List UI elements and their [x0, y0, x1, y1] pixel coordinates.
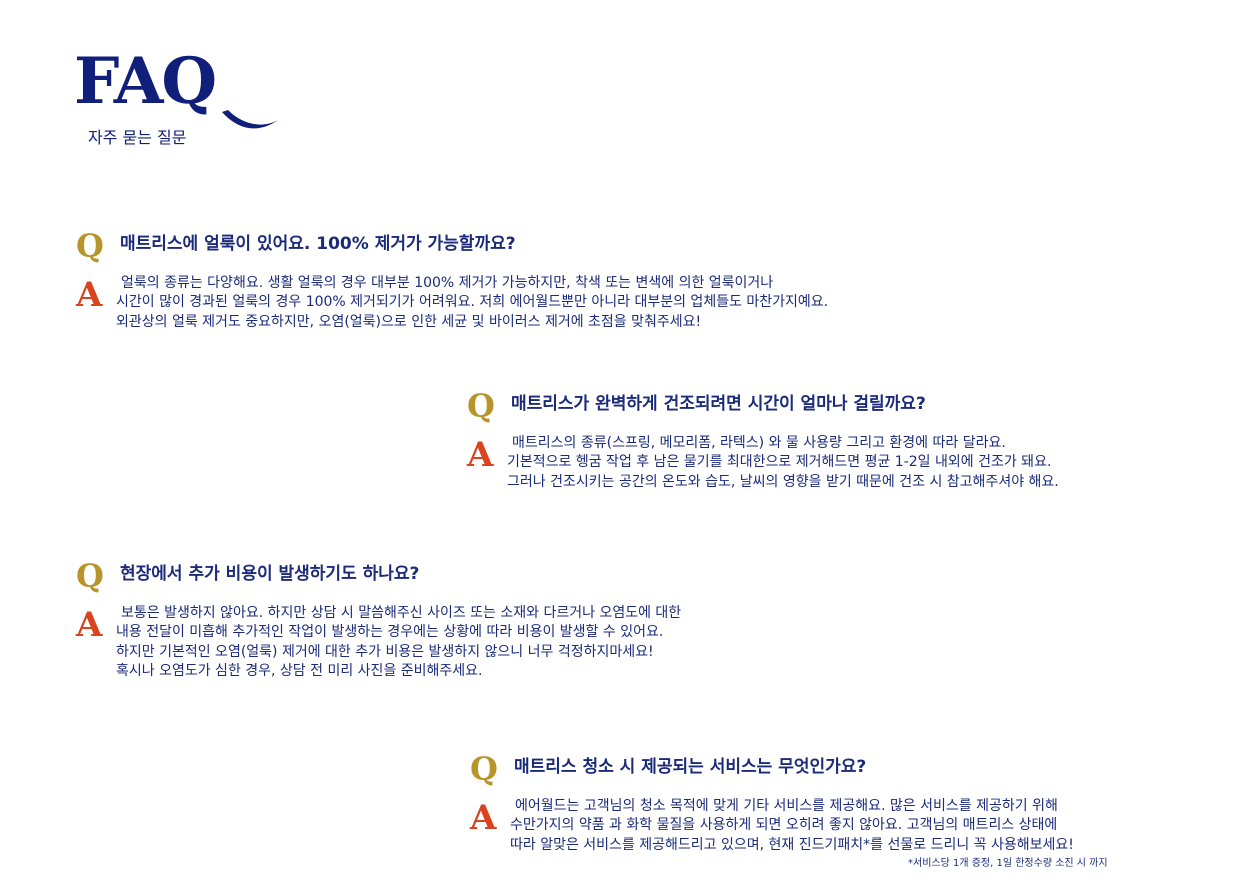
a-mark: A — [76, 605, 103, 645]
faq-question: 매트리스에 얼룩이 있어요. 100% 제거가 가능할까요? — [120, 234, 516, 254]
answer-line: 하지만 기본적인 오염(얼룩) 제거에 대한 추가 비용은 발생하지 않으니 너… — [116, 643, 654, 660]
footnote: *서비스당 1개 증정, 1일 한정수량 소진 시 까지 — [908, 858, 1108, 869]
a-mark: A — [470, 798, 497, 838]
faq-logo: FAQ 자주 묻는 질문 — [70, 50, 280, 150]
faq-question: 매트리스가 완벽하게 건조되려면 시간이 얼마나 걸릴까요? — [511, 394, 926, 414]
answer-line: 혹시나 오염도가 심한 경우, 상담 전 미리 사진을 준비해주세요. — [116, 662, 483, 679]
answer-line: 외관상의 얼룩 제거도 중요하지만, 오염(얼룩)으로 인한 세균 및 바이러스… — [116, 313, 702, 330]
faq-item-3: Q 현장에서 추가 비용이 발생하기도 하나요? A 보통은 발생하지 않아요.… — [76, 560, 681, 681]
faq-answer: 매트리스의 종류(스프링, 메모리폼, 라텍스) 와 물 사용량 그리고 환경에… — [507, 434, 1059, 492]
answer-line: 보통은 발생하지 않아요. 하지만 상담 시 말씀해주신 사이즈 또는 소재와 … — [121, 605, 682, 621]
a-mark: A — [467, 435, 494, 475]
faq-item-4: Q 매트리스 청소 시 제공되는 서비스는 무엇인가요? A 에어월드는 고객님… — [470, 753, 1074, 855]
faq-question: 매트리스 청소 시 제공되는 서비스는 무엇인가요? — [514, 757, 867, 777]
answer-line: 매트리스의 종류(스프링, 메모리폼, 라텍스) 와 물 사용량 그리고 환경에… — [512, 435, 1006, 451]
answer-line: 그러나 건조시키는 공간의 온도와 습도, 날씨의 영향을 받기 때문에 건조 … — [507, 473, 1059, 490]
q-mark: Q — [470, 750, 498, 788]
logo-q-tail — [222, 110, 278, 129]
faq-item-2: Q 매트리스가 완벽하게 건조되려면 시간이 얼마나 걸릴까요? A 매트리스의… — [467, 390, 1059, 492]
answer-line: 시간이 많이 경과된 얼룩의 경우 100% 제거되기가 어려워요. 저희 에어… — [116, 294, 829, 311]
faq-question: 현장에서 추가 비용이 발생하기도 하나요? — [120, 564, 420, 584]
faq-item-1: Q 매트리스에 얼룩이 있어요. 100% 제거가 가능할까요? A 얼룩의 종… — [76, 230, 828, 332]
answer-line: 기본적으로 헹굼 작업 후 남은 물기를 최대한으로 제거해드면 평균 1-2일… — [507, 454, 1052, 471]
logo-subtitle: 자주 묻는 질문 — [88, 128, 187, 147]
a-mark: A — [76, 275, 103, 315]
q-mark: Q — [76, 557, 104, 595]
answer-line: 수만가지의 약품 과 화학 물질을 사용하게 되면 오히려 좋지 않아요. 고객… — [510, 817, 1058, 834]
answer-line: 얼룩의 종류는 다양해요. 생활 얼룩의 경우 대부분 100% 제거가 가능하… — [121, 275, 774, 291]
q-mark: Q — [76, 227, 104, 265]
faq-answer: 보통은 발생하지 않아요. 하지만 상담 시 말씀해주신 사이즈 또는 소재와 … — [116, 604, 681, 681]
faq-answer: 에어월드는 고객님의 청소 목적에 맞게 기타 서비스를 제공해요. 많은 서비… — [510, 797, 1074, 855]
faq-answer: 얼룩의 종류는 다양해요. 생활 얼룩의 경우 대부분 100% 제거가 가능하… — [116, 274, 828, 332]
answer-line: 따라 알맞은 서비스를 제공해드리고 있으며, 현재 진드기패치*를 선물로 드… — [510, 836, 1074, 853]
q-mark: Q — [467, 387, 495, 425]
answer-line: 에어월드는 고객님의 청소 목적에 맞게 기타 서비스를 제공해요. 많은 서비… — [515, 798, 1058, 814]
logo-title: FAQ — [74, 44, 217, 119]
answer-line: 내용 전달이 미흡해 추가적인 작업이 발생하는 경우에는 상황에 따라 비용이… — [116, 624, 664, 641]
